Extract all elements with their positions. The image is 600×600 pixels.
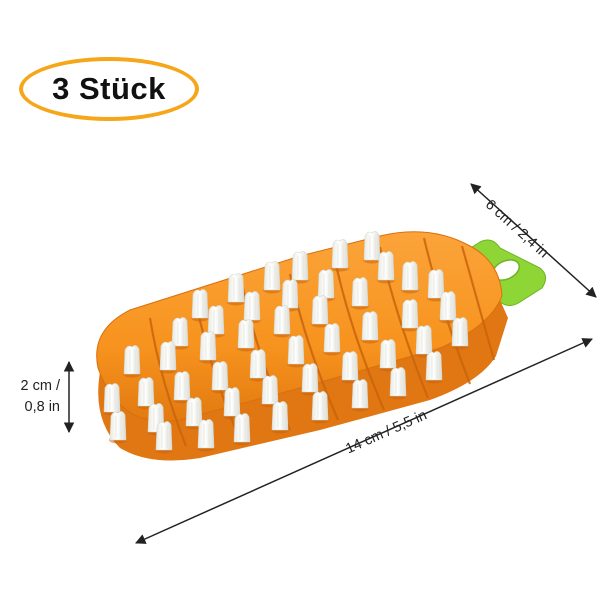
bristle-tuft xyxy=(301,363,319,396)
bristle-tuft xyxy=(237,319,255,352)
height-dimension-label: 2 cm / 0,8 in xyxy=(0,376,60,418)
bristle-tuft xyxy=(425,351,443,384)
bristle-tuft xyxy=(379,339,397,372)
bristle-tuft xyxy=(439,291,457,324)
bristle-tuft xyxy=(287,335,305,368)
bristle-tuft xyxy=(331,239,349,272)
bristle-tuft xyxy=(243,291,261,324)
quantity-badge-label: 3 Stück xyxy=(52,71,166,106)
bristle-tuft xyxy=(233,413,251,446)
bristle-tuft xyxy=(227,273,245,306)
bristle-tuft xyxy=(291,251,309,284)
bristle-tuft xyxy=(191,289,209,322)
bristle-tuft xyxy=(341,351,359,384)
bristle-tuft xyxy=(197,419,215,452)
bristle-tuft xyxy=(451,317,469,350)
bristle-tuft xyxy=(351,277,369,310)
height-label-line1: 2 cm / xyxy=(20,378,60,394)
bristle-tuft xyxy=(211,361,229,394)
quantity-badge: 3 Stück xyxy=(19,57,199,121)
bristle-tuft xyxy=(109,411,127,444)
bristle-tuft xyxy=(311,295,329,328)
bristle-tuft xyxy=(377,251,395,284)
bristle-tuft xyxy=(273,305,291,338)
bristle-tuft xyxy=(361,311,379,344)
bristle-tuft xyxy=(103,383,121,416)
bristle-tuft xyxy=(311,391,329,424)
bristle-tuft xyxy=(401,299,419,332)
bristle-tuft xyxy=(323,323,341,356)
bristle-tuft xyxy=(271,401,289,434)
bristle-tuft xyxy=(155,421,173,454)
bristle-tuft xyxy=(199,331,217,364)
bristle-tuft xyxy=(351,379,369,412)
bristle-tuft xyxy=(389,367,407,400)
bristle-tuft xyxy=(173,371,191,404)
height-label-line2: 0,8 in xyxy=(24,399,60,415)
bristle-tuft xyxy=(249,349,267,382)
width-dimension-arrow xyxy=(470,183,597,298)
bristle-tuft xyxy=(401,261,419,294)
bristle-tuft xyxy=(427,269,445,302)
bristle-tuft xyxy=(263,261,281,294)
bristle-tuft xyxy=(363,231,381,264)
bristle-tuft xyxy=(123,345,141,378)
bristle-tuft xyxy=(159,341,177,374)
length-dimension-arrow xyxy=(135,338,593,544)
